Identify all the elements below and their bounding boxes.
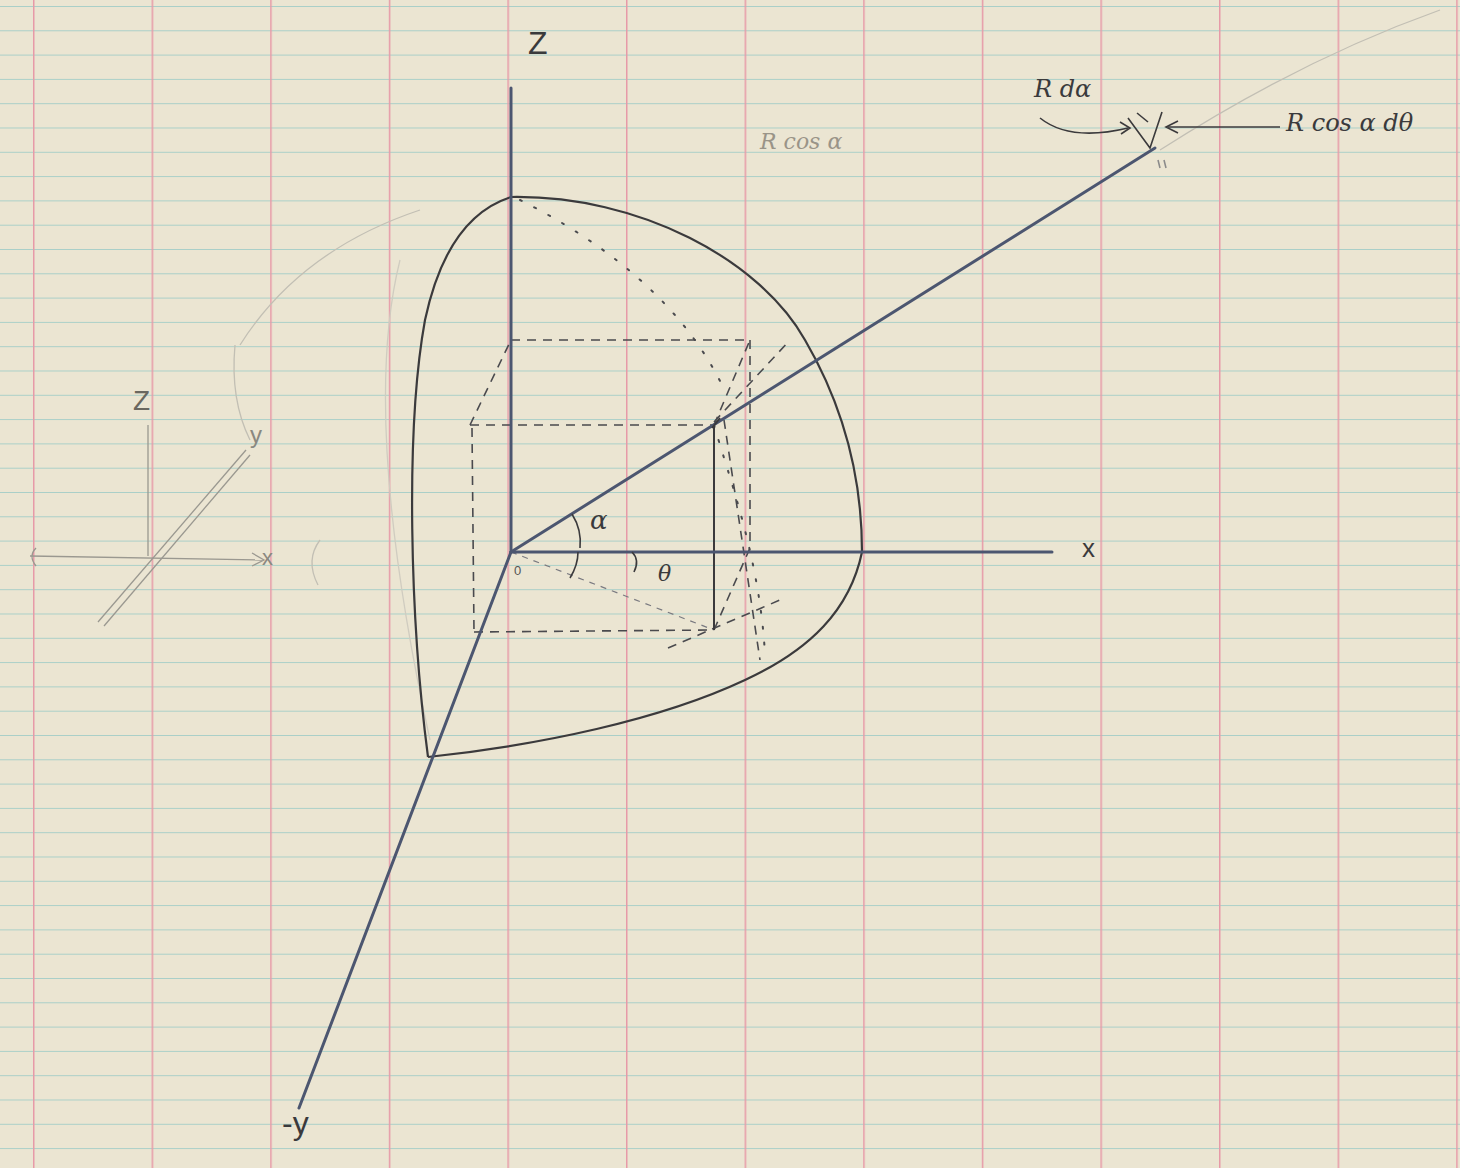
- sphere-outline: [412, 197, 862, 757]
- sketch-axis-label: y: [250, 422, 262, 448]
- area-element: [1040, 112, 1280, 168]
- dashed-box: [470, 340, 790, 660]
- angle-label: α: [590, 506, 608, 535]
- axis-label: x: [1082, 534, 1095, 563]
- axes: [299, 88, 1155, 1108]
- sketch-axis-label: Z: [133, 386, 150, 417]
- origin-label: 0: [514, 564, 521, 578]
- angle-label: θ: [658, 562, 671, 586]
- axis-label: -y: [282, 1106, 309, 1141]
- axis-label: Z: [528, 26, 548, 61]
- vertical-drop: [713, 424, 715, 630]
- point-mark: [712, 418, 720, 428]
- pencil-note: R cos α: [760, 130, 842, 154]
- projection-line: [511, 552, 714, 630]
- pencil-sketch: [30, 10, 1440, 740]
- element-label: R dα: [1034, 76, 1091, 102]
- element-label: R cos α dθ: [1286, 110, 1413, 136]
- dotted-arcs: [520, 200, 765, 655]
- sketch-axis-label: x: [262, 546, 273, 570]
